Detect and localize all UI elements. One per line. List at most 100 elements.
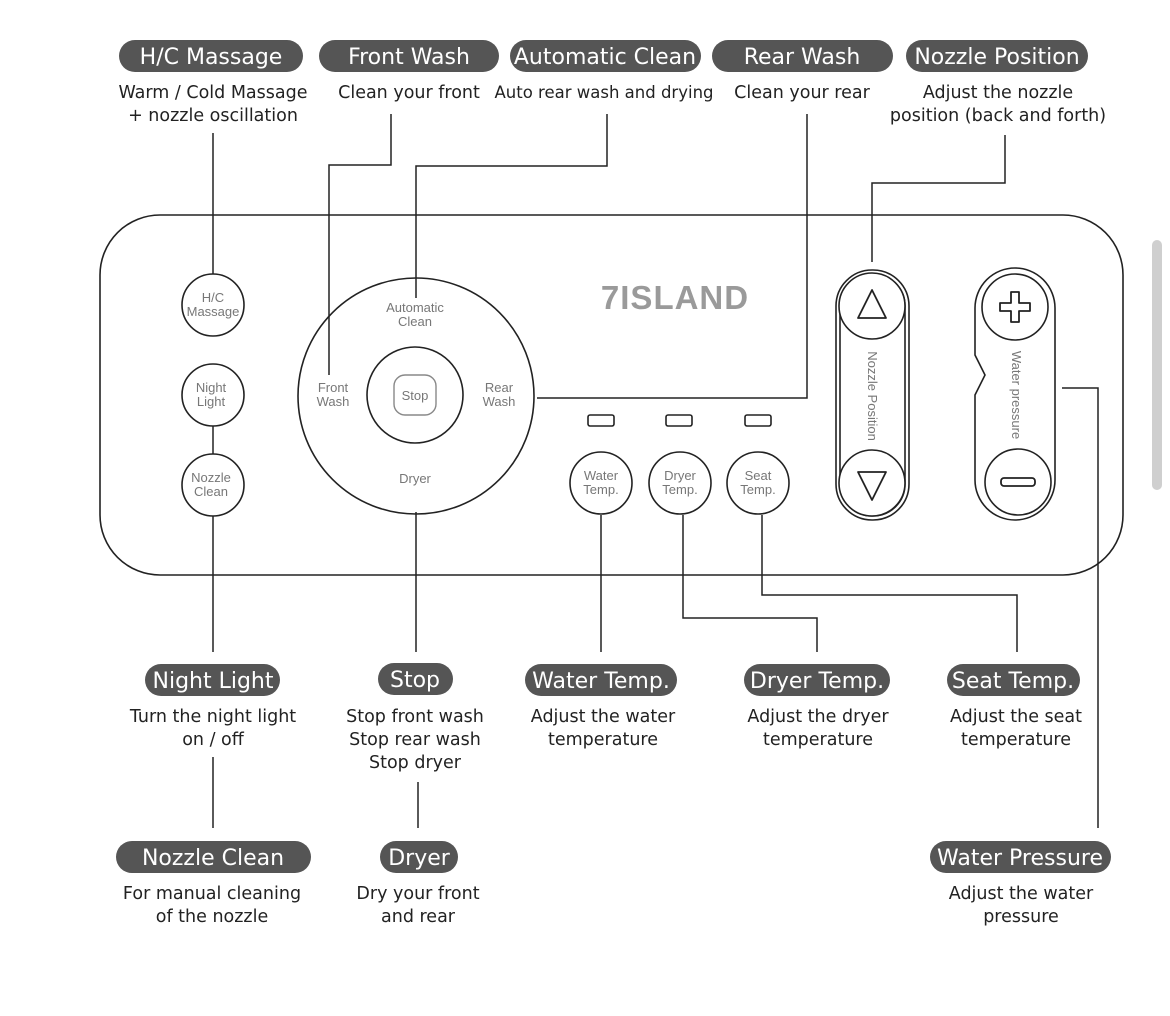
seat-temp-button-label-2: Temp. — [740, 482, 775, 497]
desc-front-wash-1: Clean your front — [338, 83, 480, 103]
label-dryer: Dryer Dry your front and rear — [356, 841, 480, 927]
desc-hc-massage-1: Warm / Cold Massage — [119, 83, 308, 103]
night-light-button-label-1: Night — [196, 380, 227, 395]
minus-icon — [1000, 477, 1036, 487]
water-temp-indicator — [587, 414, 615, 427]
tag-dryer: Dryer — [388, 846, 451, 871]
nozzle-clean-button-label-2: Clean — [194, 484, 228, 499]
desc-water-temp-1: Adjust the water — [531, 707, 676, 727]
pressure-decrease-button[interactable] — [984, 448, 1052, 516]
water-temp-button-label-2: Temp. — [583, 482, 618, 497]
line-automatic-clean — [415, 114, 608, 298]
dryer-temp-button[interactable]: Dryer Temp. — [648, 451, 712, 515]
desc-dryer-temp-1: Adjust the dryer — [747, 707, 889, 727]
seat-temp-indicator — [744, 414, 772, 427]
tag-water-pressure: Water Pressure — [937, 846, 1103, 871]
desc-water-temp-2: temperature — [548, 730, 658, 750]
desc-hc-massage-2: + nozzle oscillation — [128, 106, 298, 126]
line-nozzle-position — [871, 135, 1006, 262]
label-seat-temp: Seat Temp. Adjust the seat temperature — [947, 664, 1082, 750]
dryer-temp-button-label-1: Dryer — [664, 468, 696, 483]
dryer-button-label: Dryer — [399, 471, 431, 486]
label-automatic-clean: Automatic Clean Auto rear wash and dryin… — [495, 40, 714, 102]
line-seat-temp — [761, 515, 1018, 652]
automatic-clean-button-label-2: Clean — [398, 314, 432, 329]
label-nozzle-position: Nozzle Position Adjust the nozzle positi… — [890, 40, 1106, 126]
tag-hc-massage: H/C Massage — [140, 45, 283, 70]
dryer-temp-indicator — [665, 414, 693, 427]
night-light-button-label-2: Light — [197, 394, 226, 409]
nozzle-forward-button[interactable] — [838, 272, 906, 340]
desc-stop-1: Stop front wash — [346, 707, 484, 727]
label-front-wash: Front Wash Clean your front — [319, 40, 499, 103]
desc-dryer-1: Dry your front — [356, 884, 479, 904]
tag-stop: Stop — [390, 668, 440, 693]
vertical-scrollbar[interactable] — [1152, 240, 1162, 490]
hc-massage-button[interactable]: H/C Massage — [181, 273, 245, 337]
nozzle-position-label: Nozzle Position — [865, 351, 880, 441]
label-stop: Stop Stop front wash Stop rear wash Stop… — [346, 663, 484, 773]
label-hc-massage: H/C Massage Warm / Cold Massage + nozzle… — [119, 40, 308, 126]
water-pressure-label: Water pressure — [1009, 351, 1024, 439]
night-light-button[interactable]: Night Light — [181, 363, 245, 427]
tag-nozzle-clean: Nozzle Clean — [142, 846, 284, 871]
nozzle-backward-button[interactable] — [838, 449, 906, 517]
brand-logo: 7ISLAND — [601, 279, 749, 316]
desc-night-light-1: Turn the night light — [129, 707, 296, 727]
water-temp-button-label-1: Water — [584, 468, 619, 483]
label-night-light: Night Light Turn the night light on / of… — [129, 664, 296, 750]
desc-seat-temp-2: temperature — [961, 730, 1071, 750]
label-nozzle-clean: Nozzle Clean For manual cleaning of the … — [116, 841, 311, 927]
arrow-down-icon — [857, 471, 887, 501]
stop-button-inner — [393, 374, 437, 416]
desc-night-light-2: on / off — [182, 730, 245, 750]
seat-temp-button-label-1: Seat — [745, 468, 772, 483]
tag-front-wash: Front Wash — [348, 45, 470, 70]
stop-button[interactable]: Stop — [366, 346, 464, 444]
tag-water-temp: Water Temp. — [532, 669, 670, 694]
automatic-clean-button-label-1: Automatic — [386, 300, 444, 315]
front-wash-button[interactable]: Front Wash — [317, 380, 350, 409]
line-front-wash — [328, 114, 392, 375]
dryer-temp-button-label-2: Temp. — [662, 482, 697, 497]
stop-button-label: Stop — [402, 388, 429, 403]
nozzle-position-rocker: Nozzle Position — [835, 269, 910, 521]
wash-dial: Automatic Clean Front Wash Rear Wash Sto… — [297, 277, 535, 515]
line-dryer-temp — [682, 515, 818, 652]
desc-automatic-clean-1: Auto rear wash and drying — [495, 83, 714, 102]
label-dryer-temp: Dryer Temp. Adjust the dryer temperature — [744, 664, 890, 750]
desc-nozzle-clean-2: of the nozzle — [156, 907, 269, 927]
front-wash-button-label-1: Front — [318, 380, 349, 395]
plus-icon — [999, 291, 1031, 323]
desc-stop-3: Stop dryer — [369, 753, 462, 773]
rear-wash-button-label-2: Wash — [483, 394, 516, 409]
nozzle-clean-button[interactable]: Nozzle Clean — [181, 453, 245, 517]
automatic-clean-button[interactable]: Automatic Clean — [386, 300, 444, 329]
desc-dryer-2: and rear — [381, 907, 456, 927]
nozzle-clean-button-label-1: Nozzle — [191, 470, 231, 485]
desc-nozzle-position-1: Adjust the nozzle — [923, 83, 1073, 103]
label-water-temp: Water Temp. Adjust the water temperature — [525, 664, 677, 750]
line-water-pressure — [1062, 387, 1099, 828]
desc-dryer-temp-2: temperature — [763, 730, 873, 750]
desc-stop-2: Stop rear wash — [349, 730, 481, 750]
water-pressure-rocker: Water pressure — [974, 267, 1056, 521]
desc-nozzle-clean-1: For manual cleaning — [123, 884, 301, 904]
label-water-pressure: Water Pressure Adjust the water pressure — [930, 841, 1111, 927]
desc-seat-temp-1: Adjust the seat — [950, 707, 1082, 727]
pressure-increase-button[interactable] — [981, 273, 1049, 341]
desc-nozzle-position-2: position (back and forth) — [890, 106, 1106, 126]
desc-rear-wash-1: Clean your rear — [734, 83, 870, 103]
tag-dryer-temp: Dryer Temp. — [750, 669, 884, 694]
tag-automatic-clean: Automatic Clean — [514, 45, 696, 70]
control-panel — [99, 214, 1124, 576]
label-rear-wash: Rear Wash Clean your rear — [712, 40, 893, 103]
seat-temp-button[interactable]: Seat Temp. — [726, 451, 790, 515]
tag-rear-wash: Rear Wash — [744, 45, 861, 70]
rear-wash-button[interactable]: Rear Wash — [483, 380, 516, 409]
tag-seat-temp: Seat Temp. — [952, 669, 1074, 694]
desc-water-pressure-2: pressure — [983, 907, 1059, 927]
dryer-button[interactable]: Dryer — [399, 471, 431, 486]
water-temp-button[interactable]: Water Temp. — [569, 451, 633, 515]
